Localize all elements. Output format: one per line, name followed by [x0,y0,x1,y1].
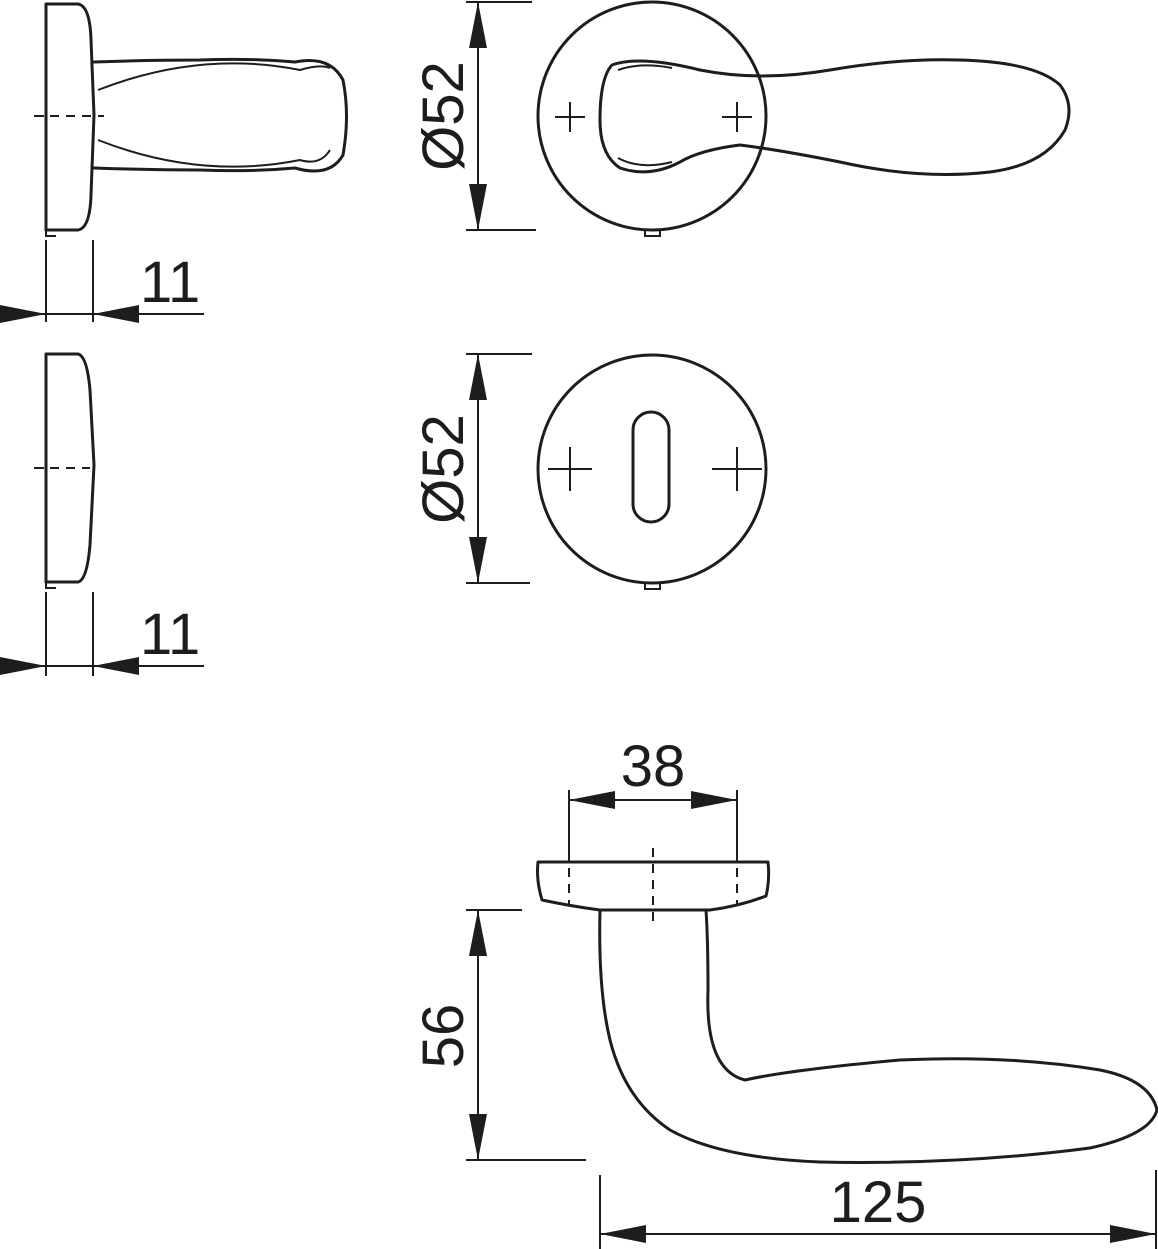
dimension-lever-length: 125 [599,1170,1157,1249]
dimension-escutcheon-diameter: Ø52 [411,353,532,584]
rose-diameter-label: Ø52 [411,61,476,171]
dimension-lever-projection: 56 [411,909,586,1161]
lever-top-view [536,848,1158,1164]
dimension-rose-depth: 11 [0,240,204,323]
escutcheon-front-view [536,353,768,590]
fixing-spacing-label: 38 [621,734,686,799]
lever-front-view [536,0,1071,237]
lever-length-label: 125 [830,1170,927,1235]
escutcheon-diameter-label: Ø52 [411,414,476,524]
escutcheon-side-view [34,352,96,589]
lever-projection-label: 56 [411,1004,476,1069]
dimension-rose-diameter: Ø52 [411,1,536,231]
lever-side-view [34,2,348,237]
rose-depth-label: 11 [140,250,200,315]
keyhole-slot [631,410,671,524]
dimension-fixing-spacing: 38 [568,734,738,852]
escutcheon-depth-label: 11 [140,602,200,667]
dimension-escutcheon-depth: 11 [0,592,204,676]
